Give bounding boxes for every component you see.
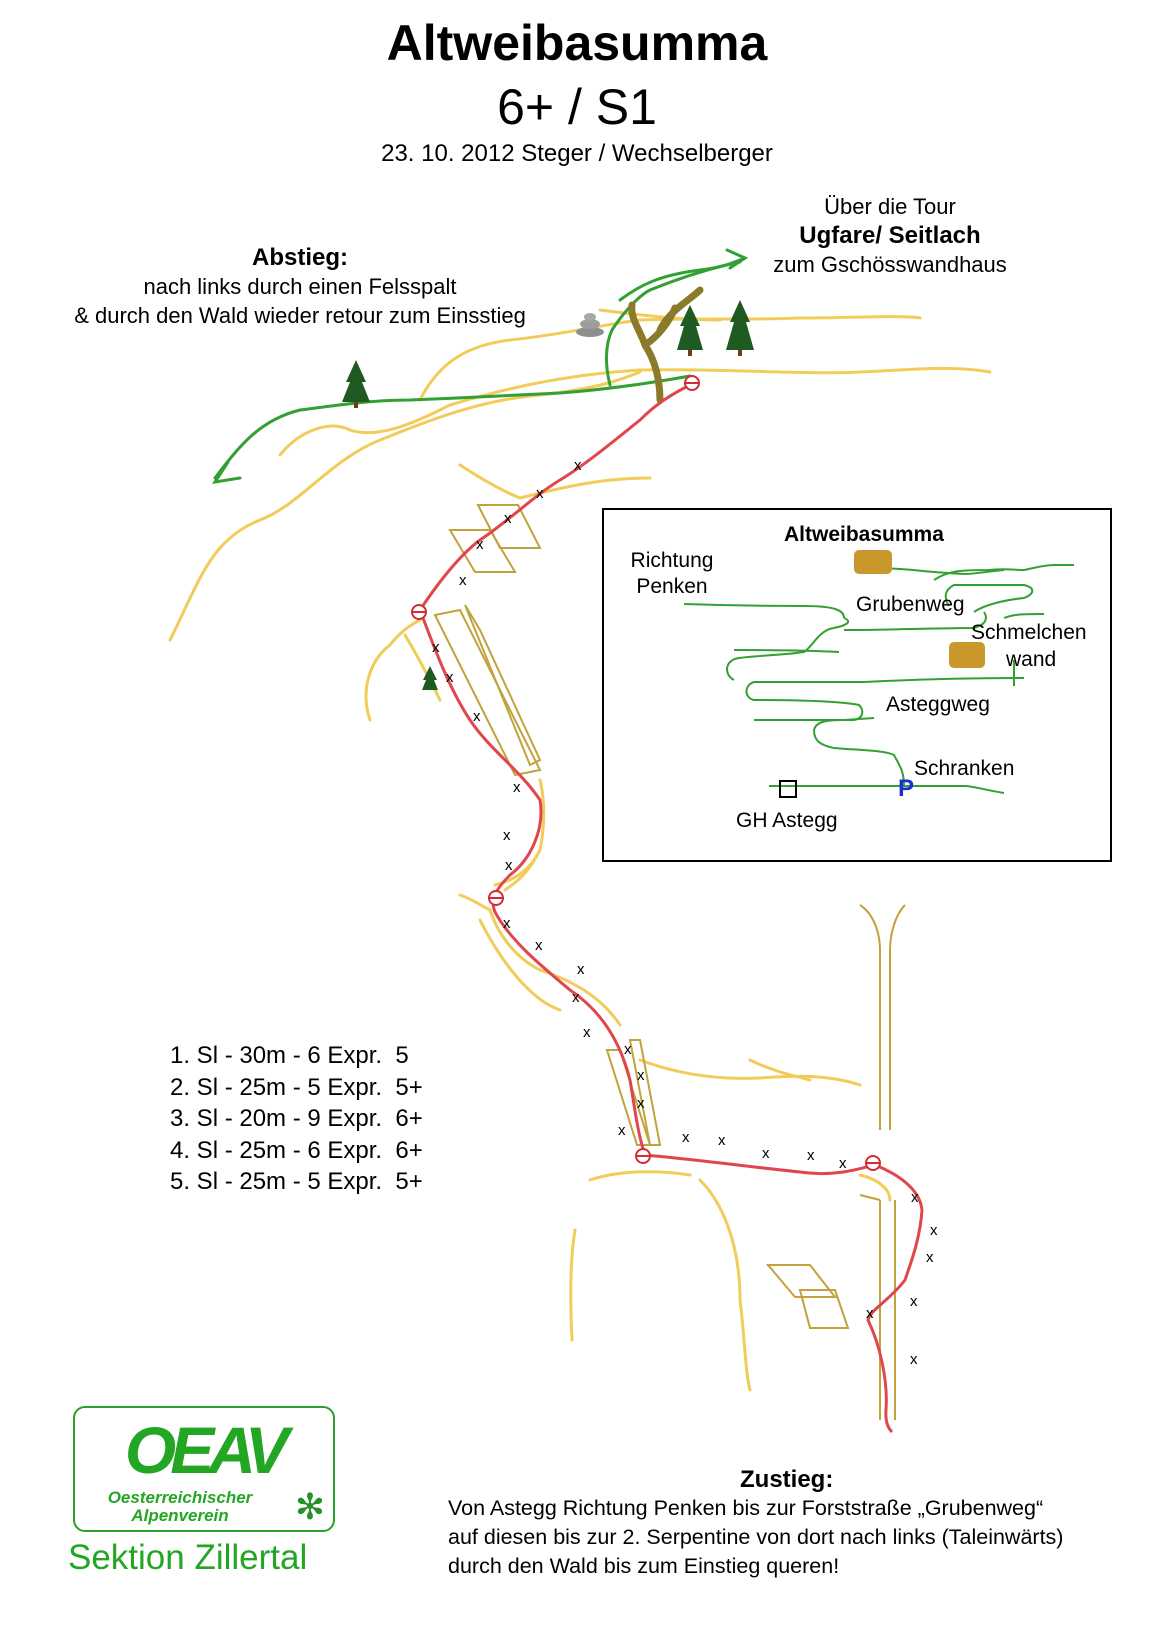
climbing-route — [418, 383, 924, 1434]
belay-station-icon — [635, 1148, 651, 1164]
tour-line3: zum Gschösswandhaus — [773, 252, 1007, 277]
bolt-marker: x — [503, 915, 511, 932]
bolt-marker: x — [637, 1067, 645, 1084]
bolt-marker: x — [807, 1147, 815, 1164]
inset-roads — [683, 564, 1074, 794]
bolt-marker: x — [446, 669, 454, 686]
inset-penken: Penken — [636, 575, 708, 598]
fir-tree-icon — [342, 360, 370, 408]
inset-richtung: Richtung — [630, 549, 714, 572]
fir-tree-icon — [422, 666, 438, 690]
oeav-logo: OEAV Oesterreichischer Alpenverein ✻ — [73, 1406, 335, 1532]
bolt-marker: x — [473, 708, 481, 725]
rock-slabs — [433, 504, 906, 1420]
bolt-marker: x — [930, 1222, 938, 1239]
bolt-marker: x — [682, 1129, 690, 1146]
rock-features — [168, 308, 992, 1392]
logo-line1: Oesterreichischer — [107, 1488, 253, 1507]
zustieg-line3: durch den Wald bis zum Einstieg queren! — [448, 1554, 840, 1578]
pitch-row: 1. Sl - 30m - 6 Expr. 5 — [170, 1042, 409, 1069]
zustieg-line1: Von Astegg Richtung Penken bis zur Forst… — [448, 1496, 1044, 1520]
bolt-marker: x — [624, 1041, 632, 1058]
belay-stations — [411, 375, 881, 1171]
bolt-marker: x — [718, 1132, 726, 1149]
edelweiss-icon: ✻ — [294, 1486, 325, 1527]
inset-title: Altweibasumma — [784, 523, 944, 546]
bolt-marker: x — [866, 1305, 874, 1322]
pitch-row: 5. Sl - 25m - 5 Expr. 5+ — [170, 1168, 423, 1195]
belay-station-icon — [865, 1155, 881, 1171]
bolt-marker: x — [926, 1249, 934, 1266]
bolt-marker: x — [459, 572, 467, 589]
belay-station-icon — [488, 890, 504, 906]
abstieg-line1: nach links durch einen Felsspalt — [143, 274, 457, 299]
bolt-marker: x — [432, 639, 440, 656]
inset-grubenweg: Grubenweg — [856, 593, 965, 616]
abstieg-title: Abstieg: — [252, 244, 348, 271]
bolt-marker: x — [574, 457, 582, 474]
bolt-marker: x — [476, 536, 484, 553]
cairn-icon — [576, 313, 604, 337]
inset-wand: wand — [1006, 648, 1057, 671]
bolt-marker: x — [513, 779, 521, 796]
bolt-marker: x — [536, 485, 544, 502]
tree-illustration — [628, 286, 704, 404]
bolt-marker: x — [504, 510, 512, 527]
bolt-marker: x — [839, 1155, 847, 1172]
zustieg-text: Von Astegg Richtung Penken bis zur Forst… — [448, 1494, 1148, 1581]
pitch-row: 2. Sl - 25m - 5 Expr. 5+ — [170, 1073, 423, 1101]
bolt-marker: x — [535, 937, 543, 954]
logo-letters: OEAV — [124, 1413, 289, 1487]
date-authors: 23. 10. 2012 Steger / Wechselberger — [381, 140, 773, 167]
zustieg-line2: auf diesen bis zur 2. Serpentine von dor… — [448, 1525, 1064, 1549]
bolt-marker: x — [583, 1024, 591, 1041]
pitch-row: 4. Sl - 25m - 6 Expr. 6+ — [170, 1136, 423, 1164]
bolt-marker: x — [637, 1095, 645, 1112]
belay-station-icon — [411, 604, 427, 620]
grade: 6+ / S1 — [497, 79, 657, 135]
bolt-marker: x — [577, 961, 585, 978]
abstieg-label: Abstieg: nach links durch einen Felsspal… — [40, 243, 560, 330]
tour-line1: Über die Tour — [824, 194, 956, 219]
bolt-marker: x — [618, 1122, 626, 1139]
logo-line2: Alpenverein — [131, 1506, 229, 1525]
abstieg-line2: & durch den Wald wieder retour zum Einss… — [74, 303, 526, 328]
fir-tree-icon — [677, 305, 703, 356]
bolt-marker: x — [505, 857, 513, 874]
schmelchenwand-marker — [949, 642, 985, 668]
inset-asteggweg: Asteggweg — [886, 693, 990, 716]
sektion-label: Sektion Zillertal — [68, 1538, 308, 1577]
bolt-marker: x — [503, 827, 511, 844]
descent-path — [211, 248, 749, 485]
belay-station-icon — [684, 375, 700, 391]
inset-map: Altweibasumma Richtung Penken Grubenweg … — [602, 508, 1112, 862]
summit-marker — [854, 550, 892, 574]
parking-icon: P — [898, 775, 915, 802]
gh-astegg-marker — [779, 780, 797, 798]
pitch-list: 1. Sl - 30m - 6 Expr. 5 2. Sl - 25m - 5 … — [170, 1040, 423, 1198]
tour-line2: Ugfare/ Seitlach — [799, 222, 981, 249]
bolt-marker: x — [911, 1189, 919, 1206]
bolt-marker: x — [910, 1293, 918, 1310]
bolt-marker: x — [762, 1145, 770, 1162]
inset-schmelchen: Schmelchen — [971, 621, 1087, 644]
inset-gh-astegg: GH Astegg — [736, 809, 838, 832]
pitch-row: 3. Sl - 20m - 9 Expr. 6+ — [170, 1105, 423, 1132]
zustieg-title: Zustieg: — [740, 1466, 834, 1493]
fir-trees — [342, 300, 754, 690]
topo-title: Altweibasumma — [386, 15, 768, 71]
tour-label: Über die Tour Ugfare/ Seitlach zum Gschö… — [760, 192, 1020, 279]
inset-schranken: Schranken — [914, 757, 1015, 780]
bolt-marker: x — [572, 989, 580, 1006]
bolt-marker: x — [910, 1351, 918, 1368]
fir-tree-icon — [726, 300, 754, 356]
